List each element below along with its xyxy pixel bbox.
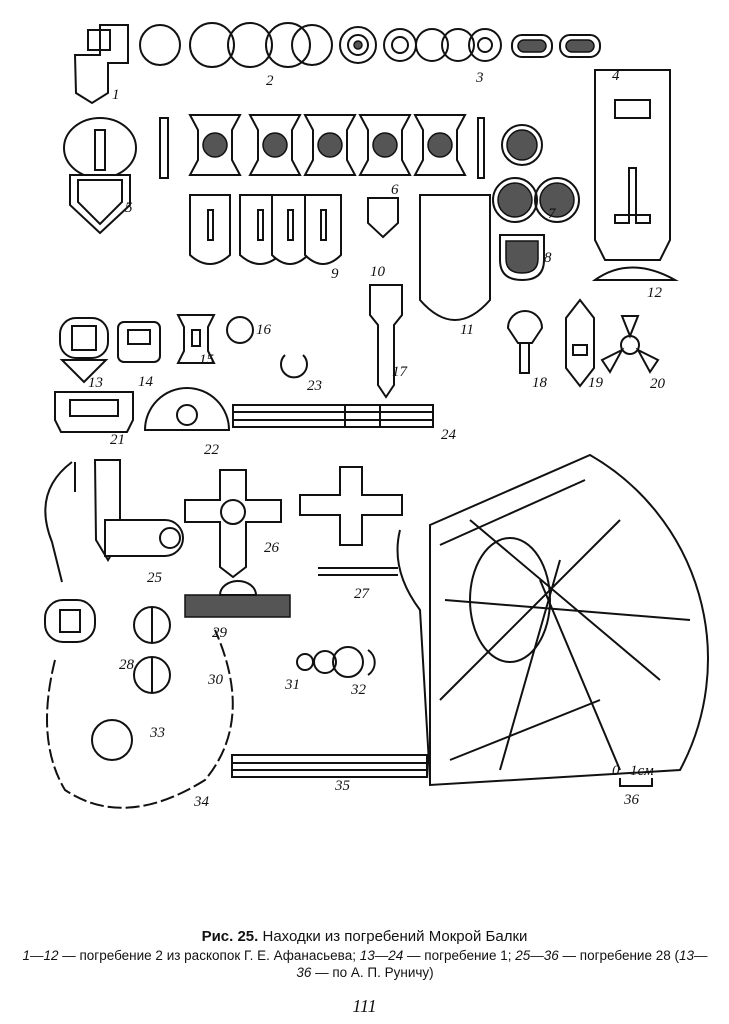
figure-caption-description: 1—12 — погребение 2 из раскопок Г. Е. Аф… [20,947,710,981]
label-20: 20 [650,376,666,392]
label-2: 2 [266,73,274,89]
page-number: 111 [352,996,377,1016]
figure-title: Находки из погребений Мокрой Балки [262,928,528,945]
label-7: 7 [548,206,557,222]
label-26: 26 [264,540,280,556]
label-1: 1 [112,87,120,103]
range-1: 1—12 [22,948,59,963]
artifact-24-strap [232,404,434,428]
label-21: 21 [110,432,125,448]
label-35: 35 [334,778,351,794]
label-29: 29 [212,625,228,641]
artifact-36-openwork-plaque [396,453,709,787]
label-13: 13 [88,375,103,391]
label-4: 4 [612,68,620,84]
range-4: 13—36 [296,948,708,980]
label-15: 15 [199,352,215,368]
artifact-8-plaque [499,234,545,282]
label-9: 9 [331,266,339,282]
artifact-23-ring [280,354,308,379]
label-33: 33 [149,725,165,741]
label-17: 17 [392,364,409,380]
label-14: 14 [138,374,154,390]
label-34: 34 [193,794,210,810]
figure-caption-title: Рис. 25. Находки из погребений Мокрой Ба… [0,928,729,945]
label-8: 8 [544,250,552,266]
label-16: 16 [256,322,272,338]
artifact-33-ring [91,719,133,761]
desc-4: — по А. П. Руничу) [311,965,434,980]
label-18: 18 [532,375,548,391]
range-2: 13—24 [359,948,404,963]
desc-1: — погребение 2 из раскопок Г. Е. Афанась… [58,948,360,963]
artifact-5-buckle [63,117,137,235]
artifact-4-plaques [511,34,601,58]
label-36: 36 [623,792,640,808]
artifact-29-plaque [184,580,291,618]
artifact-1-buckle [73,24,129,105]
artifact-13-buckle [59,317,109,384]
artifact-35-strap [231,754,428,778]
label-22: 22 [204,442,220,458]
artifact-30-buckles [133,606,171,694]
artifact-28-buckle [44,599,96,643]
artifact-16-disc [226,316,254,344]
label-3: 3 [475,70,484,86]
label-31: 31 [284,677,300,693]
desc-3: — погребение 28 ( [558,948,679,963]
label-24: 24 [441,427,457,443]
artifact-14-buckle [117,321,161,363]
scale-unit: 1см [630,763,654,779]
label-28: 28 [119,657,135,673]
artifact-15-plaque [176,314,216,364]
label-10: 10 [370,264,386,280]
artifact-12-strap-end [591,69,679,281]
desc-2: — погребение 1; [403,948,516,963]
label-19: 19 [588,375,604,391]
figure-number: Рис. 25. [201,928,259,945]
artifact-18-plaque [506,310,544,374]
artifact-11-strap-end [419,194,491,321]
artifact-21-buckle [54,391,134,433]
artifact-26-cross-plaque [184,469,282,579]
label-30: 30 [207,672,224,688]
scale-bar: 0 1см [612,763,654,787]
artifact-3-beads [339,26,502,64]
artifact-9-strap-ends [189,194,342,265]
artifact-2-rings [139,22,333,68]
label-32: 32 [350,682,367,698]
artifact-27-cross-plaque [299,466,403,576]
artifact-25-fibula [44,459,184,583]
label-25: 25 [147,570,163,586]
artifact-10-plaque [367,197,399,239]
label-27: 27 [354,586,371,602]
artifact-34-bead-necklace [46,629,234,809]
artifact-6-belt-plaques [159,114,485,179]
artifact-20-trefoil [600,315,660,374]
artifact-22-plaque [143,387,231,431]
label-5: 5 [125,200,133,216]
artifact-7-discs [492,124,580,223]
label-6: 6 [391,182,399,198]
figure-labels: 1 2 3 4 5 6 7 8 9 10 11 12 13 14 15 16 1… [88,68,666,810]
label-12: 12 [647,285,663,301]
label-23: 23 [307,378,322,394]
scale-zero: 0 [612,763,620,779]
label-11: 11 [460,322,474,338]
range-3: 25—36 [515,948,559,963]
artifact-17-strap-end [369,284,403,399]
artifact-19-plaque [565,298,595,388]
artifact-31-32-beads [296,646,376,678]
